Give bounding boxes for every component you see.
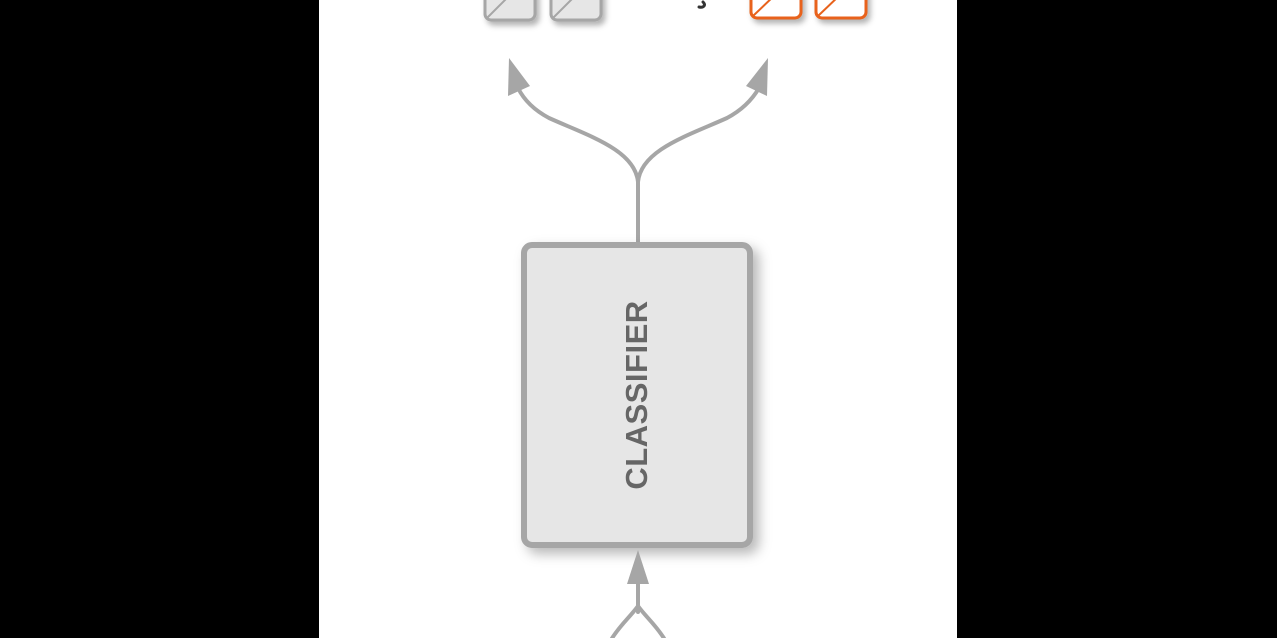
right-arrowhead (746, 58, 768, 96)
orange-output-square-1 (749, 0, 803, 20)
classifier-label: CLASSIFIER (619, 300, 654, 490)
classifier-block (521, 242, 753, 548)
diagram-svg (483, 0, 868, 638)
input-arrowhead (627, 550, 649, 584)
gray-output-square-1 (483, 0, 537, 22)
left-arrowhead (508, 58, 530, 96)
gray-output-square-2 (549, 0, 603, 22)
cropped-glyph-fragment (697, 0, 706, 9)
diagram-canvas: CLASSIFIER (319, 0, 957, 638)
output-branch-arrows (516, 86, 761, 246)
orange-output-square-2 (814, 0, 868, 20)
input-branch-arrows (609, 580, 667, 638)
